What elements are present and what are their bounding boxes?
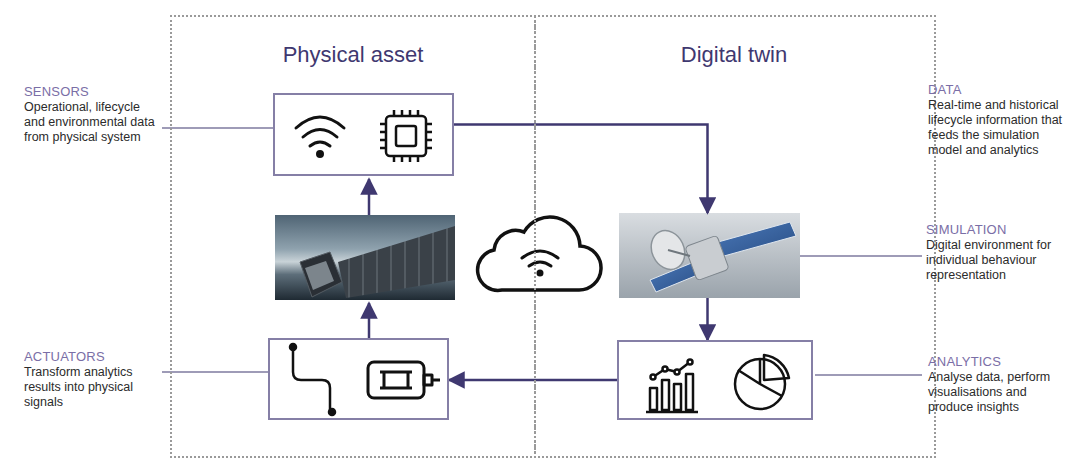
callout-heading: SENSORS xyxy=(24,84,160,100)
cloud-icon xyxy=(478,217,601,290)
chip-icon xyxy=(380,110,432,162)
region-heading: Digital twin xyxy=(534,42,934,68)
callout-heading: ACTUATORS xyxy=(24,349,160,365)
callout-description: Real-time and historical lifecycle infor… xyxy=(928,98,1073,158)
flow-arrow xyxy=(449,379,617,382)
callout-text: ANALYTICSAnalyse data, perform visualisa… xyxy=(928,354,1073,415)
satellite-photo xyxy=(275,215,455,300)
bar-chart-icon xyxy=(646,360,698,413)
circuit-icon xyxy=(290,344,335,415)
callout-heading: ANALYTICS xyxy=(928,354,1073,370)
motor-icon xyxy=(368,362,440,398)
region-panel: Digital twinSIMULATIONDigital environmen… xyxy=(534,15,936,458)
region-panel: Physical assetSENSORSOperational, lifecy… xyxy=(170,15,536,458)
satellite-render xyxy=(619,213,800,298)
analytics-box: ANALYTICSAnalyse data, perform visualisa… xyxy=(617,340,813,420)
actuator-box: ACTUATORSTransform analytics results int… xyxy=(268,338,449,420)
callout-description: Analyse data, perform visualisations and… xyxy=(928,370,1073,415)
callout-description: Transform analytics results into physica… xyxy=(24,365,160,410)
wifi-icon xyxy=(296,117,344,157)
callout-description: Operational, lifecycle and environmental… xyxy=(24,100,160,145)
flow-arrow xyxy=(706,298,709,340)
callout-text: SIMULATIONDigital environment for indivi… xyxy=(926,222,1071,283)
callout-heading: DATA xyxy=(928,82,1073,98)
sensor-box: SENSORSOperational, lifecycle and enviro… xyxy=(273,93,454,176)
callout-text: DATAReal-time and historical lifecycle i… xyxy=(928,82,1073,158)
region-heading: Physical asset xyxy=(172,42,534,68)
pie-chart-icon xyxy=(735,355,789,409)
flow-arrow xyxy=(454,125,708,213)
callout-text: SENSORSOperational, lifecycle and enviro… xyxy=(24,84,160,145)
flow-arrows xyxy=(368,179,371,338)
callout-description: Digital environment for individual behav… xyxy=(926,238,1071,283)
callout-heading: SIMULATION xyxy=(926,222,1071,238)
simulation-box: SIMULATIONDigital environment for indivi… xyxy=(617,213,798,298)
callout-text: ACTUATORSTransform analytics results int… xyxy=(24,349,160,410)
